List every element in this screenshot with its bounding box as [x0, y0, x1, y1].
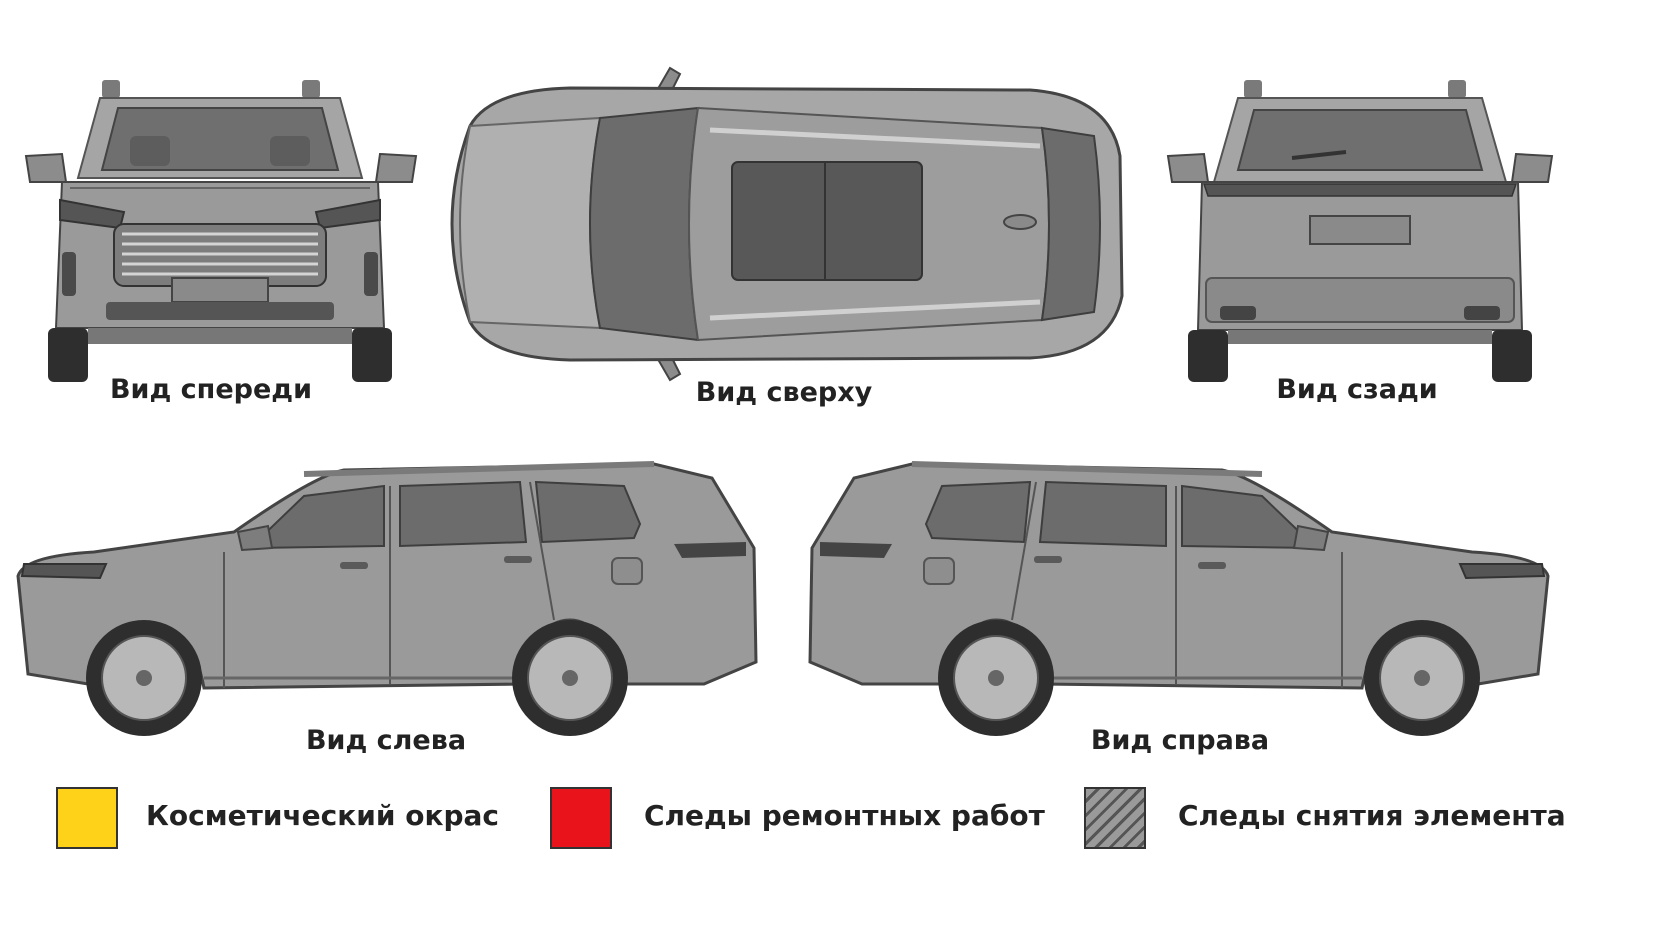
top-view-label: Вид сверху — [695, 377, 873, 408]
left-view — [14, 452, 758, 736]
left-view-car-drawing — [16, 461, 758, 736]
right-exhaust — [1464, 306, 1500, 320]
fuel-door — [611, 557, 643, 585]
front-left-tire — [48, 328, 88, 382]
right-view — [808, 452, 1552, 736]
shark-fin-antenna — [1003, 214, 1037, 230]
left-quarter-window — [534, 480, 642, 544]
right-mirror — [374, 152, 418, 183]
legend-swatch-cosmetic-paint — [56, 787, 118, 849]
right-view-car-drawing — [808, 461, 1550, 736]
front-view — [24, 78, 418, 388]
left-rear-window — [399, 480, 528, 548]
front-right-tire — [352, 328, 392, 382]
rear-view-car-drawing — [1166, 80, 1554, 382]
left-front-window — [247, 484, 385, 550]
legend-swatch-removal-traces — [1084, 787, 1146, 849]
front-plate — [171, 277, 269, 303]
tail-light-bar — [1202, 183, 1518, 197]
rear-plate — [1309, 215, 1411, 245]
left-exhaust — [1220, 306, 1256, 320]
left-mirror — [24, 152, 68, 183]
rear-glass — [1040, 126, 1101, 322]
right-view-label: Вид справа — [1090, 725, 1270, 756]
legend-swatch-repair-traces — [550, 787, 612, 849]
rear-view-label: Вид сзади — [1276, 374, 1438, 405]
front-view-label: Вид спереди — [109, 374, 313, 405]
legend-label-cosmetic-paint: Косметический окрас — [146, 799, 500, 832]
top-view-car-drawing — [450, 66, 1124, 382]
rear-view — [1166, 78, 1554, 388]
front-view-car-drawing — [24, 80, 418, 382]
sunroof — [731, 161, 923, 281]
legend-label-repair-traces: Следы ремонтных работ — [644, 799, 1045, 832]
rear-window — [1236, 109, 1484, 171]
left-view-label: Вид слева — [305, 725, 467, 756]
top-view — [430, 66, 1130, 382]
legend-label-removal-traces: Следы снятия элемента — [1178, 799, 1566, 832]
top-windshield — [589, 106, 700, 342]
hood — [459, 116, 602, 330]
